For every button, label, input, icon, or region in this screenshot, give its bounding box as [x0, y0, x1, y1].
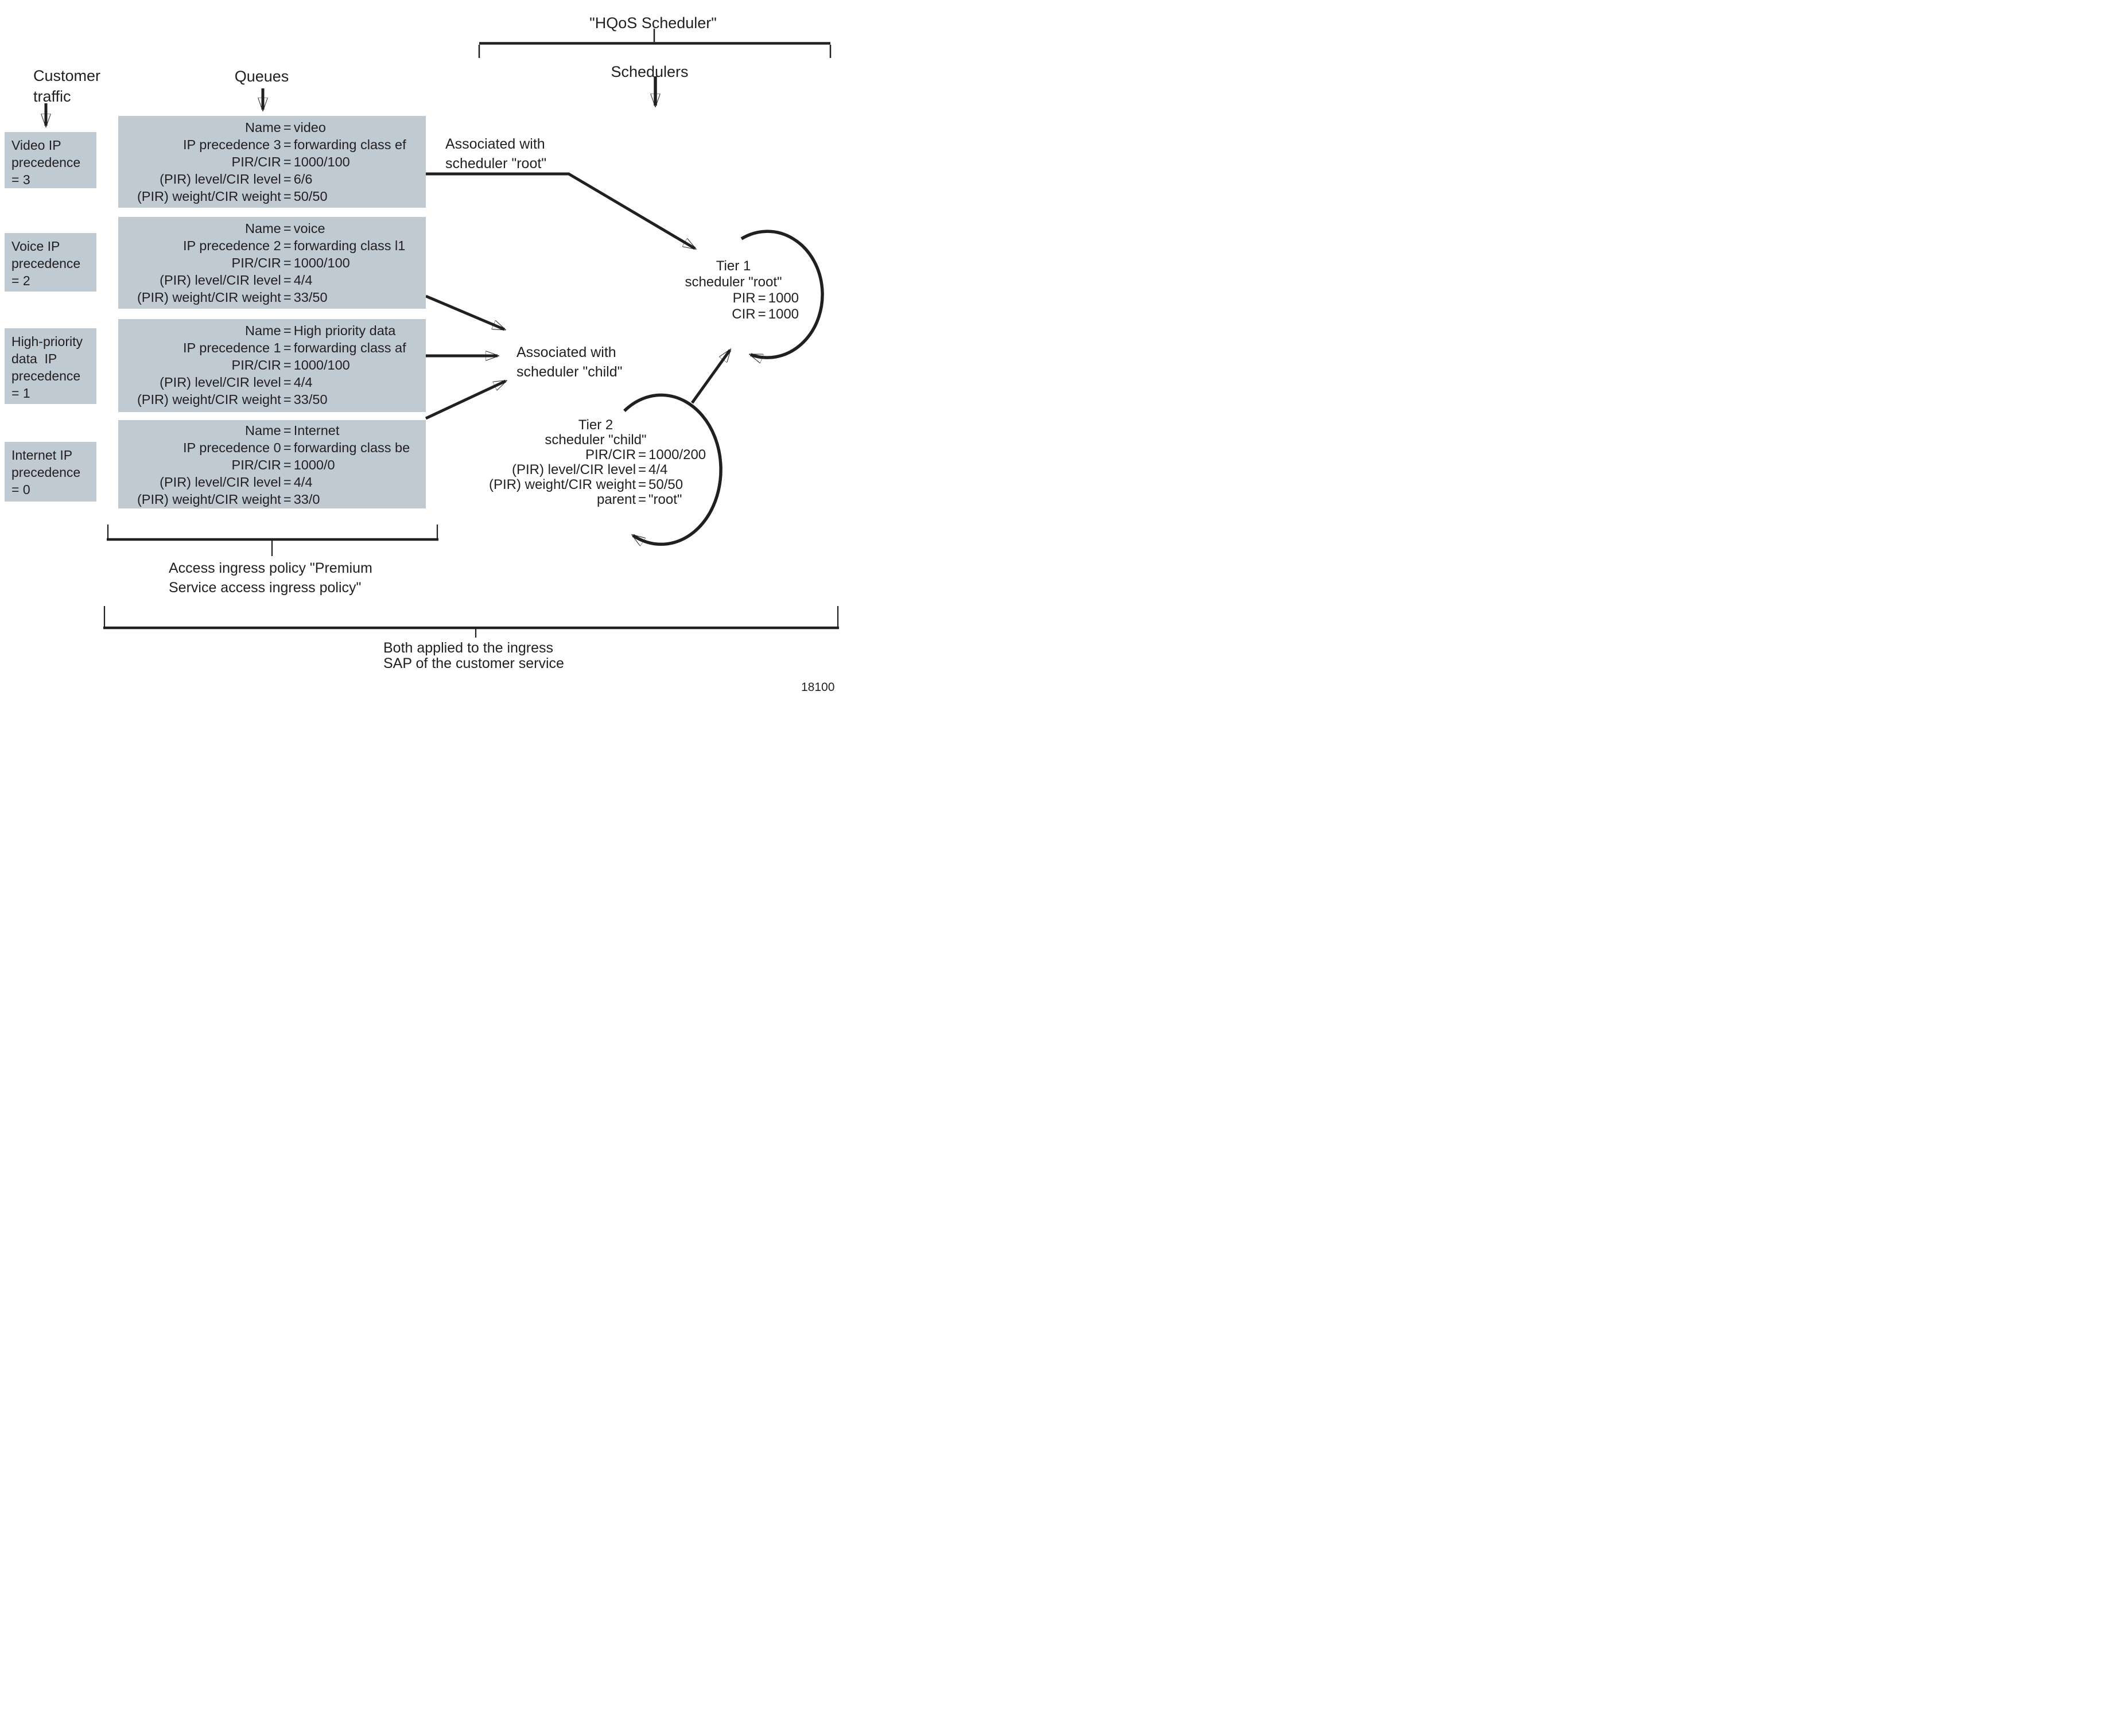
connector-layer — [0, 29, 839, 638]
video-to-root-connector — [426, 172, 695, 248]
figure-number: 18100 — [801, 681, 835, 694]
internet-to-child-arrow — [425, 379, 506, 420]
child-to-root-arrow — [690, 350, 730, 404]
queues-header-label: Queues — [234, 68, 289, 85]
tier2-loop-arrow — [623, 393, 723, 544]
tier1-loop-arrow — [740, 230, 824, 358]
hqos-scheduler-title: "HQoS Scheduler" — [589, 14, 717, 32]
voice-to-child-arrow — [425, 294, 504, 331]
schedulers-label: Schedulers — [611, 63, 689, 80]
